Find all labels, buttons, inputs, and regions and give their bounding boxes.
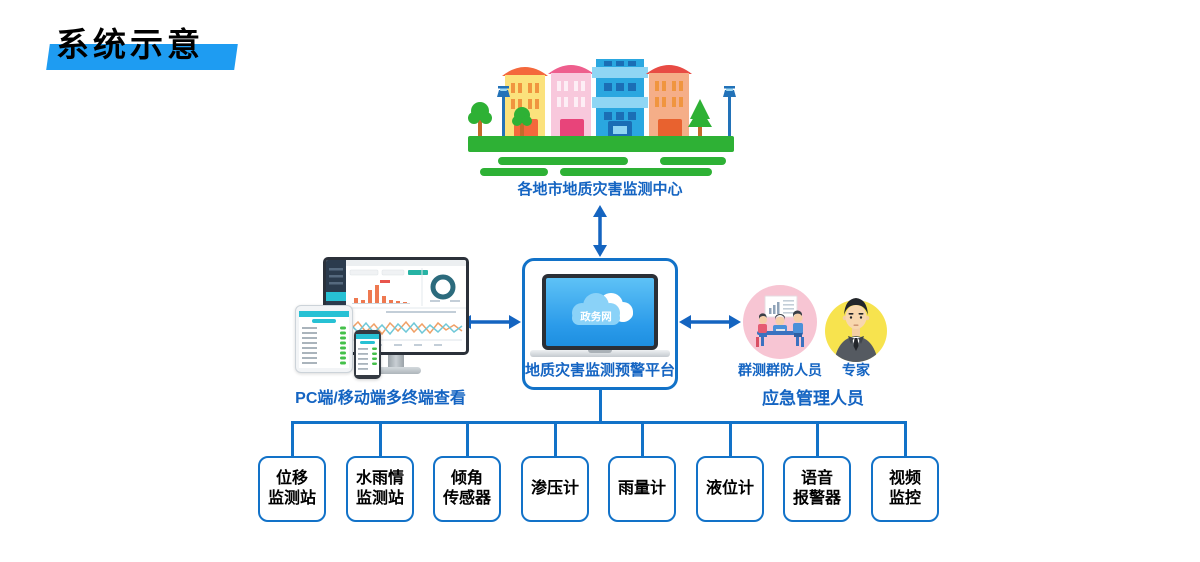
city-illustration: [468, 59, 736, 176]
tree-icon: [468, 102, 492, 139]
device-box-rain-gauge: 雨量计: [608, 456, 676, 522]
terminals-label: PC端/移动端多终端查看: [295, 390, 466, 407]
phone-icon: [354, 330, 381, 379]
laptop-icon: 政务网: [542, 274, 658, 350]
monitor-base: [371, 367, 421, 374]
group-monitoring-icon: [743, 285, 817, 359]
terminals-cluster: [293, 253, 478, 393]
device-box-tilt-sensor: 倾角传感器: [433, 456, 501, 522]
building-blue-icon: [592, 59, 648, 139]
connector-stem: [599, 390, 602, 423]
platform-label: 地质灾害监测预警平台: [525, 362, 676, 379]
connector-drop: [379, 421, 382, 456]
device-box-water-rain-station: 水雨情监测站: [346, 456, 414, 522]
expert-label: 专家: [842, 362, 870, 378]
street-lamp-icon: [723, 86, 736, 139]
connector-bus: [291, 421, 906, 424]
building-pink-icon: [548, 65, 594, 139]
street-lamp-icon: [497, 86, 510, 139]
connector-drop: [554, 421, 557, 456]
double-arrow-right-icon: [679, 315, 741, 329]
ground: [468, 136, 734, 152]
personnel-group-label: 应急管理人员: [762, 389, 864, 408]
device-box-voice-alarm: 语音报警器: [783, 456, 851, 522]
platform-box: 政务网 地质灾害监测预警平台: [522, 258, 678, 390]
page-title: 系统示意: [56, 26, 204, 63]
laptop-base: [530, 350, 670, 357]
connector-drop: [466, 421, 469, 456]
device-box-piezometer: 渗压计: [521, 456, 589, 522]
double-arrow-vertical-icon: [593, 205, 607, 257]
tree-icon: [688, 99, 712, 139]
expert-icon: [824, 288, 888, 362]
connector-drop: [291, 421, 294, 456]
device-box-level-gauge: 液位计: [696, 456, 764, 522]
connector-drop: [904, 421, 907, 456]
monitoring-center-label: 各地市地质灾害监测中心: [517, 181, 683, 198]
tablet-icon: [295, 305, 353, 373]
tree-icon: [512, 107, 532, 139]
connector-drop: [816, 421, 819, 456]
monitor-stand: [388, 355, 404, 368]
connector-drop: [729, 421, 732, 456]
cloud-icon: 政务网: [572, 293, 633, 325]
connector-drop: [641, 421, 644, 456]
building-yellow-icon: [502, 67, 548, 139]
group-monitoring-label: 群测群防人员: [738, 362, 822, 378]
cloud-label: 政务网: [580, 310, 612, 323]
road-dashes: [480, 157, 726, 176]
device-box-displacement-station: 位移监测站: [258, 456, 326, 522]
building-salmon-icon: [646, 65, 692, 139]
device-box-video-monitor: 视频监控: [871, 456, 939, 522]
